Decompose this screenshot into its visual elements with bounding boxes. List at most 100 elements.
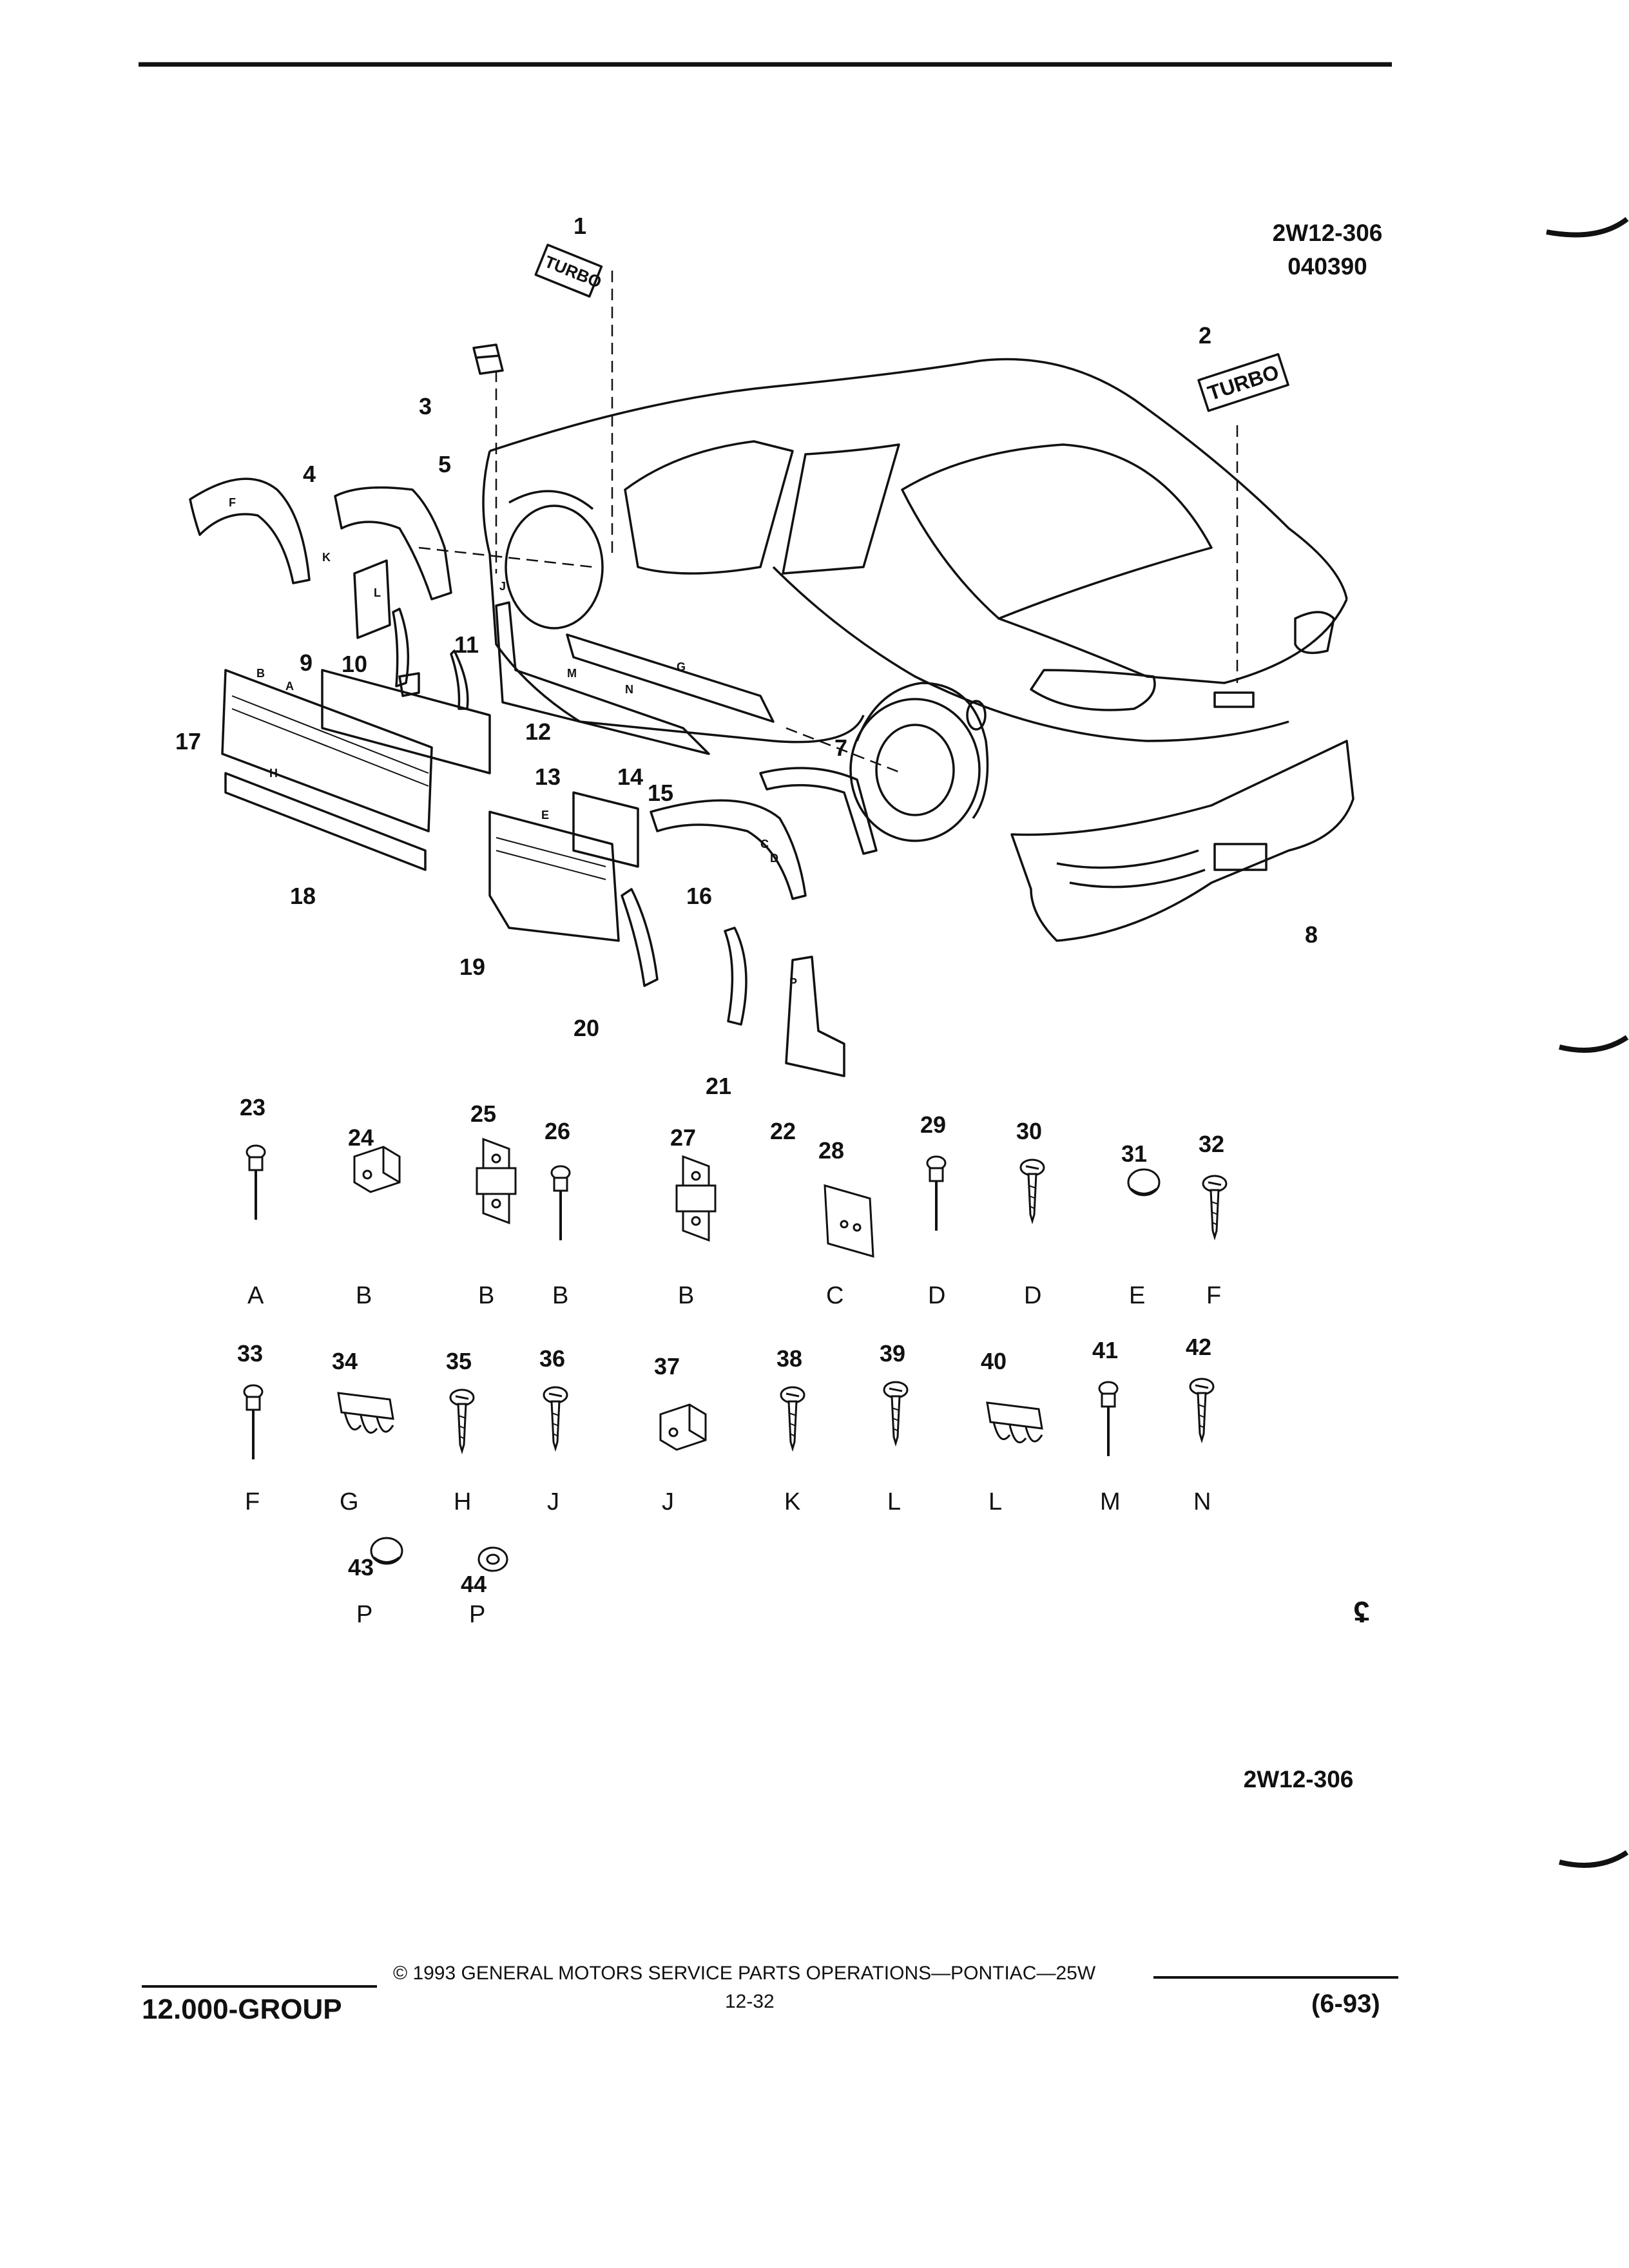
fastener-number: 31 (1121, 1140, 1148, 1167)
part-16-flare (650, 799, 807, 900)
body-letter-tag: D (770, 852, 778, 865)
location-letter: G (340, 1488, 359, 1515)
location-letter: D (928, 1282, 946, 1309)
callout-number: 4 (303, 461, 316, 487)
rear-bumper (1010, 740, 1354, 942)
callout-number: 7 (834, 735, 848, 761)
push-rivet-icon (237, 1372, 269, 1466)
location-letter: L (887, 1488, 901, 1515)
footer-page: 12-32 (725, 1991, 775, 2012)
push-rivet-icon (1092, 1369, 1124, 1463)
emblem-turbo-upper: TURBO (534, 244, 604, 298)
body-letter-tag: F (229, 496, 236, 509)
grommet-icon (474, 1540, 512, 1582)
screw-icon (1016, 1153, 1048, 1227)
callout-number: 15 (648, 780, 674, 806)
part-7-bracket (759, 767, 878, 855)
location-letter: C (826, 1282, 844, 1309)
callout-number: 13 (535, 764, 561, 790)
binder-mark (1559, 1035, 1629, 1053)
footer-rule-left (142, 1985, 377, 1988)
fastener-number: 33 (237, 1340, 264, 1367)
location-letter: A (247, 1282, 264, 1309)
location-letter: B (356, 1282, 372, 1309)
callout-number: 1 (574, 213, 587, 239)
part-5-bracket (334, 486, 452, 601)
plug-icon (1121, 1160, 1166, 1208)
part-11-gusset (398, 672, 420, 697)
callout-number: 19 (459, 954, 486, 980)
location-letter: E (1129, 1282, 1146, 1309)
location-letter: H (454, 1488, 472, 1515)
location-letter: P (469, 1601, 486, 1628)
fastener-number: 25 (470, 1100, 497, 1127)
push-rivet-icon (545, 1153, 577, 1247)
date-code: 040390 (1287, 253, 1367, 280)
fastener-number: 39 (880, 1340, 906, 1367)
location-letter: L (988, 1488, 1003, 1515)
screw-icon (539, 1381, 572, 1455)
plug-icon (364, 1528, 409, 1577)
callout-number: 16 (686, 883, 713, 909)
fastener-number: 34 (332, 1348, 358, 1374)
fastener-number: 36 (539, 1345, 566, 1372)
location-letter: K (784, 1488, 801, 1515)
footer-date: (6-93) (1311, 1990, 1380, 2018)
footer-group: 12.000-GROUP (142, 1994, 342, 2025)
fastener-number: 32 (1199, 1131, 1225, 1157)
fastener-number: 29 (920, 1111, 947, 1138)
fastener-number: 38 (776, 1345, 803, 1372)
part-9-bracket (353, 559, 391, 639)
footer-copyright: © 1993 GENERAL MOTORS SERVICE PARTS OPER… (393, 1963, 1096, 1984)
part-15-pad (572, 791, 639, 868)
callout-number: 20 (574, 1015, 600, 1041)
fastener-number: 26 (545, 1118, 571, 1144)
fastener-number: 24 (348, 1124, 374, 1151)
location-letter: D (1024, 1282, 1042, 1309)
location-letter: J (662, 1488, 674, 1515)
location-letter: F (245, 1488, 260, 1515)
body-letter-tag: C (760, 838, 769, 850)
location-letter: B (552, 1282, 569, 1309)
part-12-strip (450, 649, 469, 710)
retainer-clip-icon (981, 1383, 1052, 1464)
callout-number: 14 (617, 764, 644, 790)
screw-icon (446, 1383, 478, 1457)
body-letter-tag: E (541, 809, 550, 822)
part-18-retainer (224, 772, 427, 871)
part-21-strip (724, 927, 747, 1026)
retainer-clip-icon (332, 1374, 403, 1454)
location-letter: M (1100, 1488, 1121, 1515)
body-letter-tag: H (269, 767, 278, 780)
fastener-number: 30 (1016, 1118, 1043, 1144)
location-letter: J (547, 1488, 559, 1515)
clip-nut-icon (348, 1137, 406, 1198)
part-10-strip (392, 608, 410, 687)
part-19-molding (488, 811, 620, 942)
body-letter-tag: N (625, 683, 633, 696)
fastener-number: 37 (654, 1353, 680, 1379)
callout-number: 18 (290, 883, 316, 909)
emblem-turbo-rear: TURBO (1197, 353, 1289, 412)
push-rivet-icon (240, 1133, 272, 1226)
footer-rule-right (1153, 1976, 1398, 1979)
pad-icon (818, 1179, 883, 1266)
fastener-number: 35 (446, 1348, 472, 1374)
screw-icon (776, 1381, 809, 1455)
clip-nut-icon (654, 1395, 712, 1456)
illustration-id: 2W12-306 (1272, 220, 1383, 246)
callout-number: 10 (342, 651, 368, 677)
part-14-bracket (566, 633, 775, 723)
part-13-molding (321, 669, 491, 774)
body-letter-tag: M (567, 667, 577, 680)
callout-number: 3 (419, 393, 432, 419)
part-17-molding (221, 669, 433, 832)
body-letter-tag: L (374, 586, 381, 599)
binder-mark (1559, 1850, 1629, 1868)
fastener-number: 42 (1186, 1334, 1212, 1360)
fastener-number: 43 (348, 1554, 374, 1581)
location-letter: B (478, 1282, 495, 1309)
part-20-extension (621, 888, 659, 987)
